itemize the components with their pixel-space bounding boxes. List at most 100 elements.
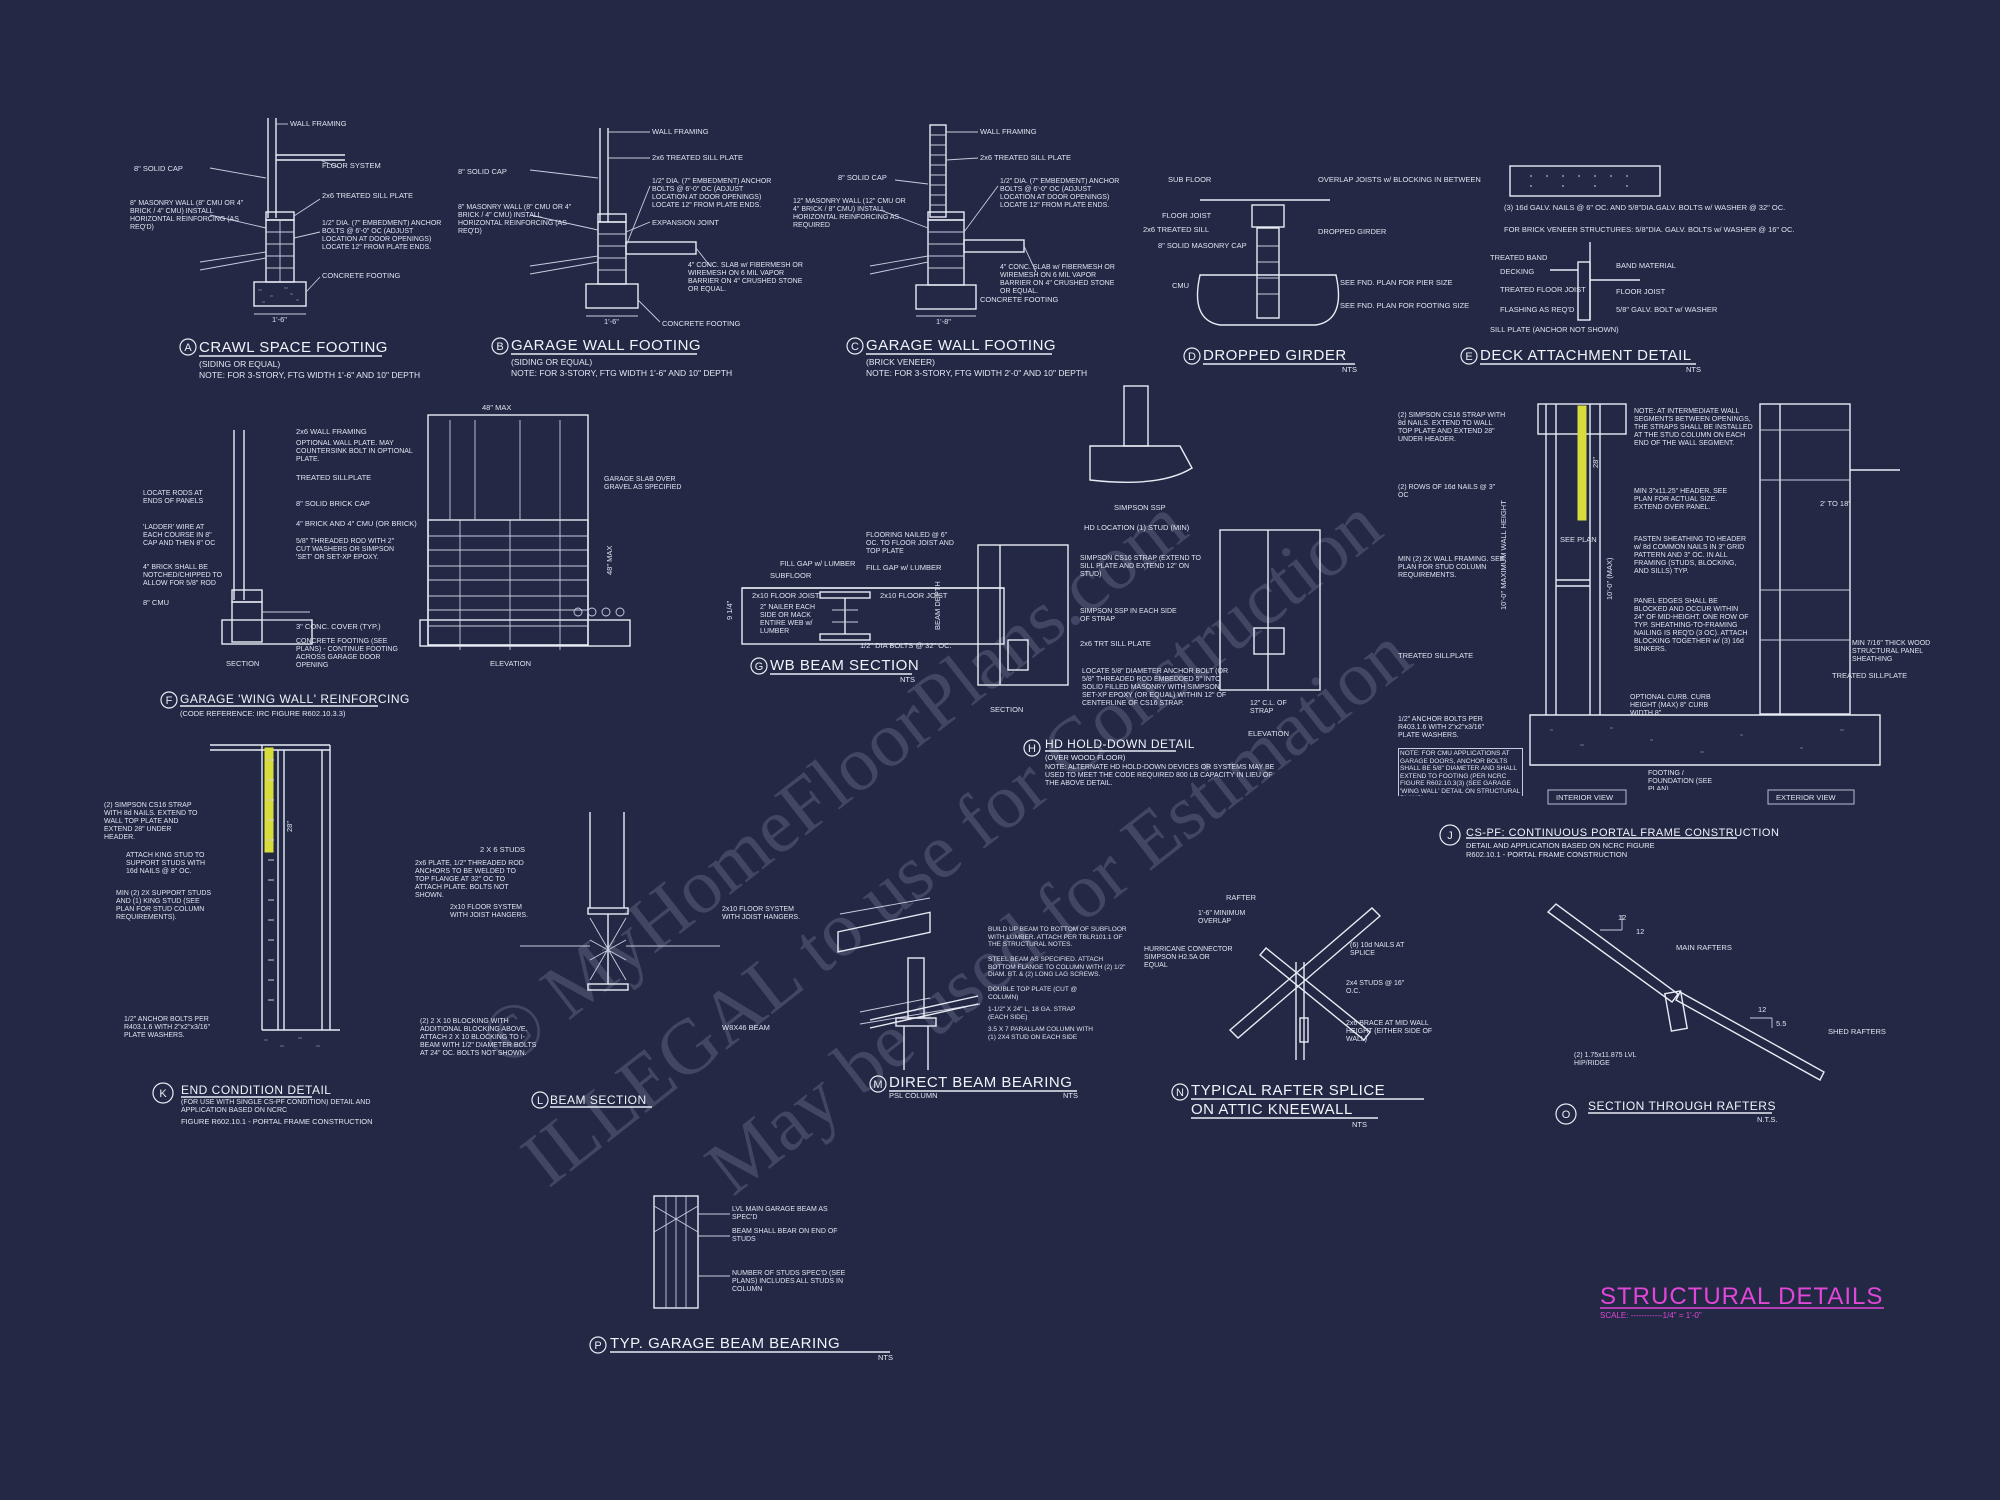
j-label-fasten: FASTEN SHEATHING TO HEADER w/ 8d COMMON … bbox=[1634, 536, 1747, 575]
c-marker: C bbox=[851, 341, 859, 353]
f-sub1: (CODE REFERENCE: IRC FIGURE R602.10.3.3) bbox=[180, 709, 346, 718]
g-label-joist-right: 2x10 FLOOR JOIST bbox=[880, 591, 948, 600]
d-label-sill: 2x6 TREATED SILL bbox=[1143, 225, 1209, 234]
j-label-treated-sillplate: TREATED SILLPLATE bbox=[1398, 651, 1473, 660]
c-label-wall-framing: WALL FRAMING bbox=[980, 127, 1037, 136]
h-marker: H bbox=[1028, 743, 1036, 755]
j-label-nails: (2) ROWS OF 16d NAILS @ 3" OC bbox=[1398, 484, 1496, 499]
j-label-anchor-bolts: 1/2" ANCHOR BOLTS PER R403.1.6 WITH 2"x2… bbox=[1398, 716, 1485, 739]
sheet-scale: SCALE: ------------1/4" = 1'-0" bbox=[1600, 1311, 1702, 1320]
o-marker: O bbox=[1562, 1109, 1571, 1121]
k-label-support-studs: MIN (2) 2X SUPPORT STUDS AND (1) KING ST… bbox=[116, 890, 212, 921]
h-label-section: SECTION bbox=[990, 705, 1023, 714]
a-label-concrete-footing: CONCRETE FOOTING bbox=[322, 271, 400, 280]
c-sub2: NOTE: FOR 3-STORY, FTG WIDTH 2'-0" AND 1… bbox=[866, 368, 1087, 378]
l-label-blocking: (2) 2 X 10 BLOCKING WITH ADDITIONAL BLOC… bbox=[420, 1018, 537, 1057]
e-label-bolt: 5/8" GALV. BOLT w/ WASHER bbox=[1616, 305, 1718, 314]
o-label-shed-rafters: SHED RAFTERS bbox=[1828, 1027, 1886, 1036]
f-label-treated-sillplate: TREATED SILLPLATE bbox=[296, 473, 371, 482]
j-sub2: R602.10.1 - PORTAL FRAME CONSTRUCTION bbox=[1466, 850, 1627, 859]
p-label-studs: NUMBER OF STUDS SPEC'D (SEE PLANS) INCLU… bbox=[732, 1270, 846, 1293]
j-label-header: MIN 3"x11.25" HEADER. SEE PLAN FOR ACTUA… bbox=[1634, 488, 1728, 511]
g-label-bolts: 1/2" DIA BOLTS @ 32" OC. bbox=[860, 641, 952, 650]
j-sub1: DETAIL AND APPLICATION BASED ON NCRC FIG… bbox=[1466, 841, 1655, 850]
e-label-brick-veneer: FOR BRICK VENEER STRUCTURES: 5/8"DIA. GA… bbox=[1504, 225, 1795, 234]
sheet-title-block: STRUCTURAL DETAILS SCALE: ------------1/… bbox=[1600, 1283, 1884, 1320]
j-label-panel-edges: PANEL EDGES SHALL BE BLOCKED AND OCCUR W… bbox=[1634, 598, 1749, 653]
k-sub1: (FOR USE WITH SINGLE CS-PF CONDITION) DE… bbox=[181, 1099, 371, 1114]
d-label-overlap: OVERLAP JOISTS w/ BLOCKING IN BETWEEN bbox=[1318, 175, 1481, 184]
f-label-locate-rods: LOCATE RODS AT ENDS OF PANELS bbox=[143, 490, 204, 505]
m-marker: M bbox=[873, 1079, 882, 1091]
c-sub1: (BRICK VENEER) bbox=[866, 357, 935, 367]
j-label-note-intermediate: NOTE: AT INTERMEDIATE WALL SEGMENTS BETW… bbox=[1634, 408, 1753, 447]
l-label-plate: 2x6 PLATE, 1/2" THREADED ROD ANCHORS TO … bbox=[415, 860, 524, 899]
detail-n-rafter-splice: RAFTER 1'-6" MINIMUM OVERLAP HURRICANE C… bbox=[1144, 893, 1433, 1129]
c-label-sill-plate: 2x6 TREATED SILL PLATE bbox=[980, 153, 1071, 162]
k-marker: K bbox=[159, 1088, 167, 1100]
b-label-sill-plate: 2x6 TREATED SILL PLATE bbox=[652, 153, 743, 162]
n-label-brace: 2x6 BRACE AT MID WALL HEIGHT (EITHER SID… bbox=[1346, 1020, 1433, 1043]
o-label-12-b: 12 bbox=[1636, 927, 1644, 936]
detail-g-wb-beam-section: FILL GAP w/ LUMBER FLOORING NAILED @ 6" … bbox=[725, 532, 1005, 684]
n-marker: N bbox=[1176, 1087, 1184, 1099]
f-dim-width: 48" MAX bbox=[482, 403, 511, 412]
a-label-masonry-wall: 8" MASONRY WALL (8" CMU OR 4" BRICK / 4"… bbox=[130, 200, 244, 231]
d-marker: D bbox=[1188, 351, 1196, 363]
h-sub2: NOTE: ALTERNATE HD HOLD-DOWN DEVICES OR … bbox=[1045, 764, 1275, 787]
j-dim-width: 2' TO 18' bbox=[1820, 499, 1850, 508]
j-marker: J bbox=[1447, 830, 1453, 842]
l-label-floor-system-right: 2x10 FLOOR SYSTEM WITH JOIST HANGERS. bbox=[722, 906, 801, 921]
d-title: DROPPED GIRDER bbox=[1203, 347, 1347, 364]
b-title: GARAGE WALL FOOTING bbox=[511, 337, 701, 354]
j-label-sheathing: MIN 7/16" THICK WOOD STRUCTURAL PANEL SH… bbox=[1852, 640, 1931, 663]
e-marker: E bbox=[1465, 351, 1472, 363]
e-label-nails: (3) 16d GALV. NAILS @ 6" OC. AND 5/8"DIA… bbox=[1504, 203, 1785, 212]
h-label-hd-location: HD LOCATION (1) STUD (MIN) bbox=[1084, 523, 1190, 532]
a-title: CRAWL SPACE FOOTING bbox=[199, 339, 388, 356]
k-label-king-stud: ATTACH KING STUD TO SUPPORT STUDS WITH 1… bbox=[126, 852, 206, 875]
detail-l-beam-section: 2 X 6 STUDS 2x6 PLATE, 1/2" THREADED ROD… bbox=[415, 812, 801, 1109]
detail-e-deck-attachment: (3) 16d GALV. NAILS @ 6" OC. AND 5/8"DIA… bbox=[1460, 165, 1795, 374]
l-label-floor-system-left: 2x10 FLOOR SYSTEM WITH JOIST HANGERS. bbox=[450, 904, 529, 919]
f-label-brick-cmu: 4" BRICK AND 4" CMU (OR BRICK) bbox=[296, 519, 417, 528]
j-label-footing: FOOTING / FOUNDATION (SEE PLAN) bbox=[1648, 770, 1713, 790]
j-dim-max: 10'-0" (MAX) bbox=[1605, 557, 1614, 600]
j-dim-28: 28" bbox=[1591, 457, 1600, 468]
f-label-brick-cap: 8" SOLID BRICK CAP bbox=[296, 499, 370, 508]
m-sub2: NTS bbox=[1063, 1091, 1078, 1100]
j-dim-wall-height: 10'-0" MAXIMUM WALL HEIGHT bbox=[1499, 500, 1508, 610]
detail-o-section-rafters: 12 12 MAIN RAFTERS 12 5.5 SHED RAFTERS (… bbox=[1546, 903, 1886, 1125]
c-label-slab: 4" CONC. SLAB w/ FIBERMESH OR WIREMESH O… bbox=[1000, 264, 1115, 295]
b-label-anchor-bolts: 1/2" DIA. (7" EMBEDMENT) ANCHOR BOLTS @ … bbox=[652, 178, 772, 209]
b-label-solid-cap: 8" SOLID CAP bbox=[458, 167, 507, 176]
f-label-footing: CONCRETE FOOTING (SEE PLANS) - CONTINUE … bbox=[296, 638, 398, 669]
d-label-masonry-cap: 8" SOLID MASONRY CAP bbox=[1158, 241, 1247, 250]
d-label-footing-size: SEE FND. PLAN FOR FOOTING SIZE bbox=[1340, 301, 1469, 310]
detail-f-wing-wall: 2x6 WALL FRAMING OPTIONAL WALL PLATE. MA… bbox=[143, 403, 681, 718]
f-label-wall-framing: 2x6 WALL FRAMING bbox=[296, 427, 367, 436]
detail-d-dropped-girder: SUB FLOOR OVERLAP JOISTS w/ BLOCKING IN … bbox=[1143, 175, 1481, 374]
detail-k-end-condition: (2) SIMPSON CS16 STRAP WITH 8d NAILS. EX… bbox=[104, 744, 373, 1126]
n-label-overlap: 1'-6" MINIMUM OVERLAP bbox=[1198, 910, 1246, 925]
c-label-solid-cap: 8" SOLID CAP bbox=[838, 173, 887, 182]
g-label-joist-left: 2x10 FLOOR JOIST bbox=[752, 591, 820, 600]
f-label-notched: 4" BRICK SHALL BE NOTCHED/CHIPPED TO ALL… bbox=[143, 564, 223, 587]
f-dim-height: 48" MAX bbox=[605, 546, 614, 575]
j-label-cmu-note: NOTE: FOR CMU APPLICATIONS AT GARAGE DOO… bbox=[1398, 748, 1523, 796]
a-sub1: (SIDING OR EQUAL) bbox=[199, 359, 280, 369]
p-marker: P bbox=[594, 1340, 601, 1352]
g-title: WB BEAM SECTION bbox=[770, 657, 919, 674]
g-sub1: NTS bbox=[900, 675, 915, 684]
d-label-cmu: CMU bbox=[1172, 281, 1189, 290]
b-label-slab: 4" CONC. SLAB w/ FIBERMESH OR WIREMESH O… bbox=[688, 262, 803, 293]
m-label-top-plate: DOUBLE TOP PLATE (CUT @ COLUMN) bbox=[988, 986, 1078, 1001]
o-label-main-rafters: MAIN RAFTERS bbox=[1676, 943, 1732, 952]
j-label-wall-framing: MIN (2) 2X WALL FRAMING. SEE PLAN FOR ST… bbox=[1398, 556, 1505, 579]
f-label-elevation: ELEVATION bbox=[490, 659, 531, 668]
a-label-sill-plate: 2x6 TREATED SILL PLATE bbox=[322, 191, 413, 200]
a-marker: A bbox=[184, 342, 192, 354]
m-label-build-up: BUILD UP BEAM TO BOTTOM OF SUBFLOOR WITH… bbox=[988, 926, 1127, 948]
n-sub1: NTS bbox=[1352, 1120, 1367, 1129]
